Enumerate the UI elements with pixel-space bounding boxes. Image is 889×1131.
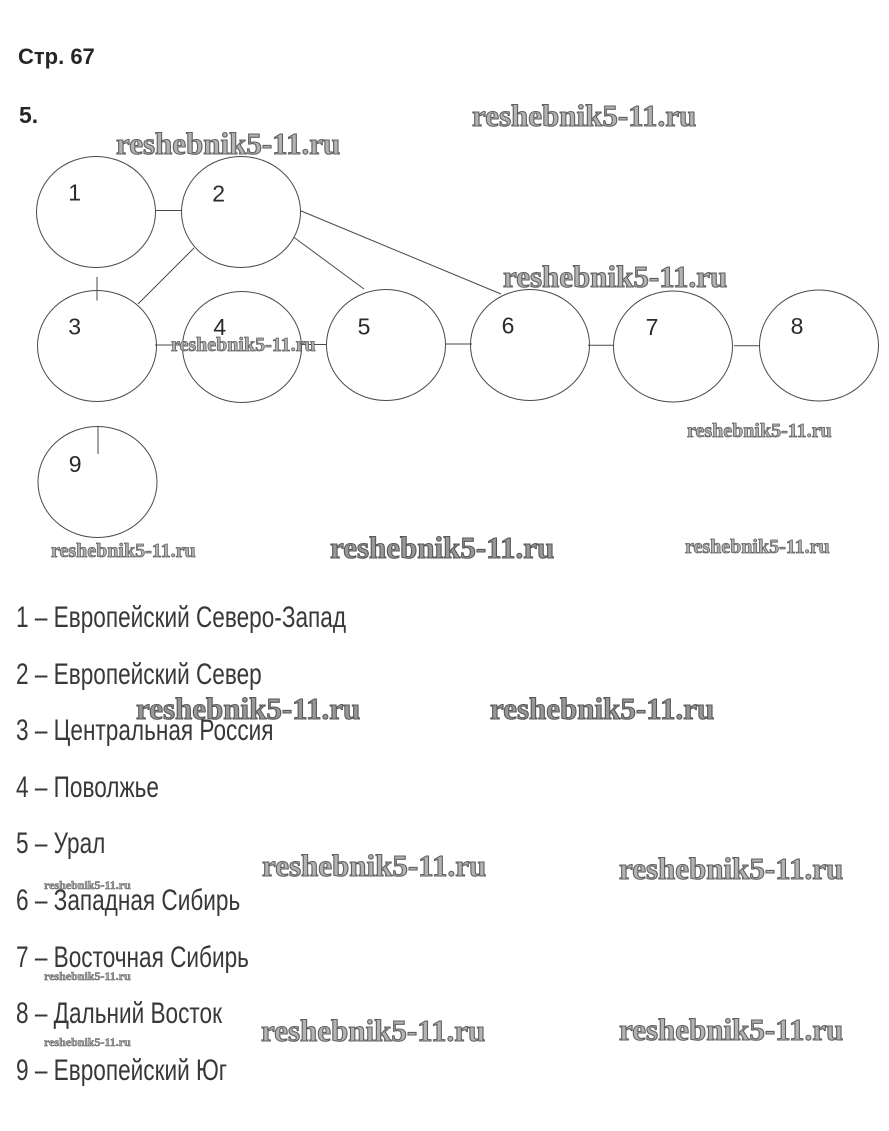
svg-text:8: 8 (791, 313, 804, 339)
svg-text:1: 1 (68, 180, 81, 206)
svg-text:2: 2 (212, 180, 225, 206)
svg-text:7: 7 (646, 314, 659, 340)
svg-text:6: 6 (502, 312, 515, 338)
svg-text:4: 4 (213, 314, 226, 340)
svg-text:9: 9 (69, 451, 82, 477)
svg-text:5: 5 (358, 313, 371, 339)
svg-text:3: 3 (68, 314, 81, 340)
